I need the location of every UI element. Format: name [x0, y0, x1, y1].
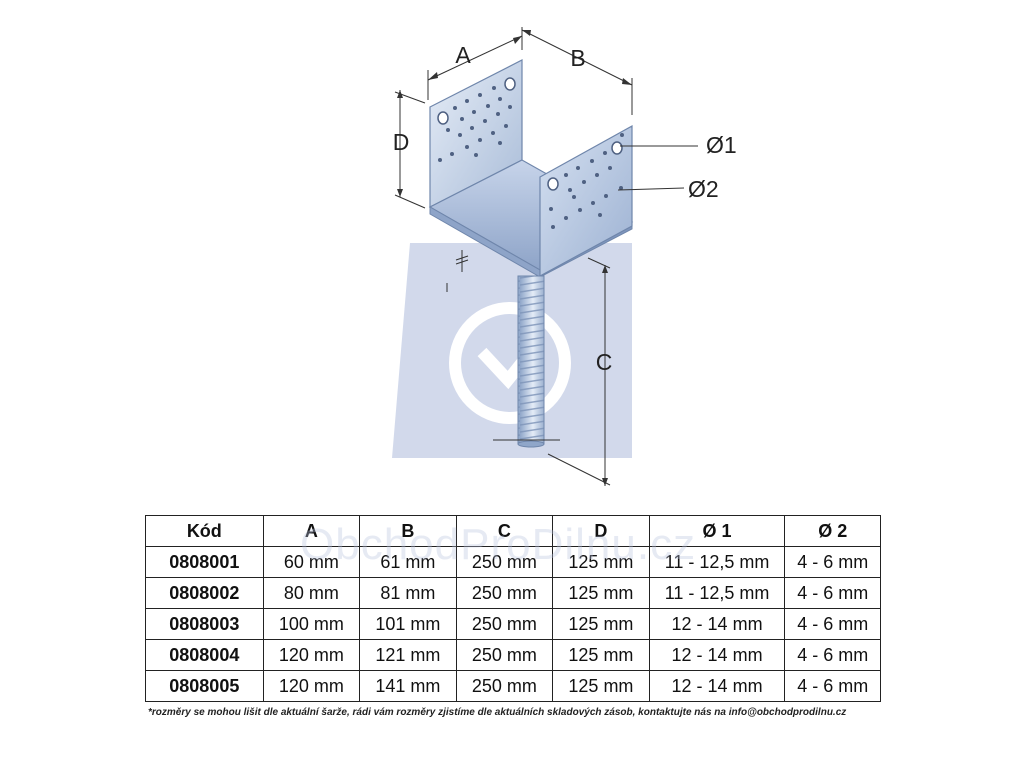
column-header-c: C [455, 515, 554, 547]
table-row: 0808004 120 mm 121 mm 250 mm 125 mm 12 -… [145, 639, 881, 671]
table-cell: 125 mm [552, 670, 650, 702]
table-cell: 141 mm [359, 670, 457, 702]
table-cell: 80 mm [262, 577, 361, 609]
table-cell: 250 mm [455, 670, 554, 702]
table-cell: 125 mm [552, 639, 650, 671]
column-header-a: A [262, 515, 361, 547]
table-cell: 100 mm [262, 608, 361, 640]
table-cell: 4 - 6 mm [784, 577, 881, 609]
threaded-rod [517, 275, 545, 448]
dimension-table: Kód A B C D Ø 1 Ø 2 0808001 60 mm 61 mm … [145, 515, 881, 702]
table-cell: 121 mm [359, 639, 457, 671]
dimension-arrows [397, 30, 632, 486]
column-header-d: D [552, 515, 650, 547]
dimension-lines [394, 27, 698, 486]
table-cell: 11 - 12,5 mm [648, 546, 786, 578]
table-cell: 250 mm [455, 577, 554, 609]
column-header-b: B [359, 515, 457, 547]
table-cell: 11 - 12,5 mm [648, 577, 786, 609]
hole-diameter-2-label: Ø2 [688, 176, 719, 202]
table-cell: 125 mm [552, 546, 650, 578]
table-row: 0808005 120 mm 141 mm 250 mm 125 mm 12 -… [145, 670, 881, 702]
dimension-c-label: C [596, 349, 613, 375]
dimension-d-label: D [393, 129, 410, 155]
column-header-diameter-2: Ø 2 [784, 515, 881, 547]
product-code-cell: 0808003 [145, 608, 264, 640]
product-code-cell: 0808004 [145, 639, 264, 671]
table-cell: 250 mm [455, 639, 554, 671]
column-header-code: Kód [145, 515, 264, 547]
hole-diameter-1-label: Ø1 [706, 132, 737, 158]
table-row: 0808001 60 mm 61 mm 250 mm 125 mm 11 - 1… [145, 546, 881, 578]
product-code-cell: 0808005 [145, 670, 264, 702]
right-side-plate [539, 124, 633, 278]
table-row: 0808003 100 mm 101 mm 250 mm 125 mm 12 -… [145, 608, 881, 640]
table-cell: 125 mm [552, 608, 650, 640]
product-code-cell: 0808002 [145, 577, 264, 609]
post-base-diagram: A B C D Ø1 Ø2 [392, 27, 737, 486]
table-cell: 101 mm [359, 608, 457, 640]
table-cell: 4 - 6 mm [784, 546, 881, 578]
table-header-row: Kód A B C D Ø 1 Ø 2 [145, 515, 881, 547]
table-cell: 61 mm [359, 546, 457, 578]
footnote: *rozměry se mohou lišit dle aktuální šar… [148, 707, 847, 718]
right-plate-holes [547, 133, 624, 229]
dimension-b-label: B [570, 45, 585, 71]
table-cell: 120 mm [262, 670, 361, 702]
column-header-diameter-1: Ø 1 [648, 515, 786, 547]
table-cell: 120 mm [262, 639, 361, 671]
table-cell: 250 mm [455, 546, 554, 578]
table-cell: 12 - 14 mm [648, 608, 786, 640]
table-cell: 60 mm [262, 546, 361, 578]
table-cell: 81 mm [359, 577, 457, 609]
table-cell: 4 - 6 mm [784, 670, 881, 702]
table-cell: 250 mm [455, 608, 554, 640]
table-cell: 12 - 14 mm [648, 670, 786, 702]
left-plate-holes [437, 77, 516, 162]
table-cell: 4 - 6 mm [784, 608, 881, 640]
table-cell: 125 mm [552, 577, 650, 609]
product-code-cell: 0808001 [145, 546, 264, 578]
dimension-a-label: A [455, 42, 471, 68]
table-cell: 12 - 14 mm [648, 639, 786, 671]
table-row: 0808002 80 mm 81 mm 250 mm 125 mm 11 - 1… [145, 577, 881, 609]
table-cell: 4 - 6 mm [784, 639, 881, 671]
